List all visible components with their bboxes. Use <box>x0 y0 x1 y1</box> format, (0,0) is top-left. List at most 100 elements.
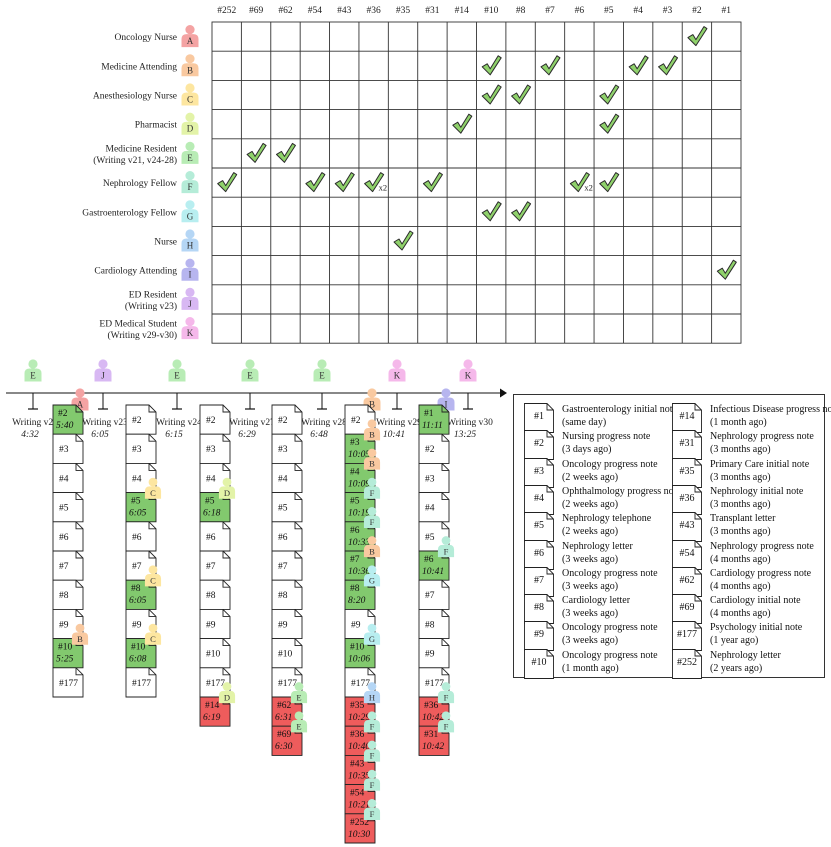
row-avatar: H <box>181 229 199 252</box>
avatar-letter: C <box>187 95 193 105</box>
document-id: #3 <box>132 445 142 455</box>
avatar-letter: I <box>445 400 448 410</box>
document-note: #4 <box>52 462 84 494</box>
check-mark <box>481 55 502 76</box>
document-id: #3 <box>425 474 435 484</box>
document-id: #3 <box>350 438 360 448</box>
svg-text:(Writing v23): (Writing v23) <box>125 301 177 312</box>
document-id: #9 <box>132 620 142 630</box>
document-note: #7 <box>52 550 84 581</box>
document-note: #4 <box>418 492 450 523</box>
row-avatar: B <box>181 54 199 77</box>
svg-text:Anesthesiology Nurse: Anesthesiology Nurse <box>93 92 177 102</box>
document-id: #10 <box>131 643 146 653</box>
column-header: #54 <box>308 6 323 16</box>
document-note: #3 <box>418 462 450 494</box>
row-avatar: E <box>181 141 199 164</box>
document-time: 10:40 <box>348 742 370 752</box>
document-reader-avatar: C <box>144 477 162 499</box>
check-mark <box>511 84 532 105</box>
document-time: 6:08 <box>129 655 147 665</box>
document-id: #6 <box>132 533 142 543</box>
document-id: #4 <box>132 474 142 484</box>
check-mark <box>246 142 267 163</box>
document-reader-avatar: F <box>437 536 455 558</box>
svg-text:Nephrology Fellow: Nephrology Fellow <box>103 179 177 189</box>
event-time: 6:29 <box>238 430 256 440</box>
document-reader-avatar: E <box>290 711 308 733</box>
avatar-letter: K <box>465 371 472 381</box>
document-note: #7 <box>418 579 450 610</box>
document-time: 10:33 <box>348 538 370 548</box>
avatar-letter: A <box>77 400 84 410</box>
avatar-letter: E <box>296 692 301 702</box>
document-note: #8 <box>418 608 450 640</box>
document-id: #6 <box>350 526 360 536</box>
avatar-letter: F <box>444 692 449 702</box>
document-id: #9 <box>278 620 288 630</box>
check-mark <box>334 172 355 193</box>
document-note: #4 <box>271 462 303 494</box>
legend-document-icon <box>672 621 702 652</box>
legend-document-icon <box>524 403 554 433</box>
row-label: Nurse <box>154 238 177 248</box>
avatar-letter: F <box>370 722 375 732</box>
document-id: #35 <box>350 701 365 711</box>
avatar-letter: J <box>188 299 192 309</box>
document-id: #31 <box>424 730 439 740</box>
avatar-letter: F <box>370 809 375 819</box>
legend-id: #3 <box>534 465 544 477</box>
document-id: #7 <box>206 562 216 572</box>
avatar-letter: F <box>370 517 375 527</box>
document-note: #8 <box>271 579 303 610</box>
check-mark <box>481 84 502 105</box>
document-reader-avatar: F <box>363 477 381 499</box>
document-reader-avatar: F <box>437 682 455 704</box>
avatar-letter: C <box>150 488 156 498</box>
legend-age: (3 weeks ago) <box>562 608 619 620</box>
document-reader-avatar: C <box>144 623 162 645</box>
document-time: 6:05 <box>129 509 147 519</box>
document-time: 6:19 <box>203 713 221 723</box>
svg-text:Pharmacist: Pharmacist <box>135 121 178 131</box>
document-reader-avatar: G <box>363 565 381 587</box>
document-id: #4 <box>278 474 288 484</box>
avatar-letter: F <box>370 488 375 498</box>
document-time: 10:19 <box>348 509 370 519</box>
legend-id: #8 <box>534 602 544 614</box>
document-note: #2 <box>418 433 450 464</box>
document-reader-avatar: B <box>363 448 381 470</box>
legend-id: #69 <box>679 602 695 614</box>
legend-document-icon <box>672 566 702 597</box>
legend-age: (1 month ago) <box>562 662 619 674</box>
document-note: #2 <box>125 404 157 435</box>
check-mark <box>540 55 561 76</box>
document-stack: I#111:11#2#3#4#5#610:41#7#8#9#177#3610:4… <box>418 388 455 756</box>
legend-document-icon <box>524 484 554 515</box>
legend-id: #10 <box>531 656 547 668</box>
document-time: 6:05 <box>129 596 147 606</box>
legend-age: (2 weeks ago) <box>562 526 619 538</box>
document-id: #5 <box>278 504 288 514</box>
document-stack: B#2#310:05#410:09#510:19#610:33#710:36#8… <box>344 388 381 844</box>
legend-document-icon <box>524 566 554 597</box>
document-id: #5 <box>350 497 360 507</box>
document-id: #2 <box>206 416 216 426</box>
document-time: 10:42 <box>422 713 444 723</box>
document-note: #3 <box>271 433 303 464</box>
document-id: #7 <box>59 562 69 572</box>
legend-document-icon <box>672 403 702 433</box>
legend-id: #7 <box>534 574 544 586</box>
